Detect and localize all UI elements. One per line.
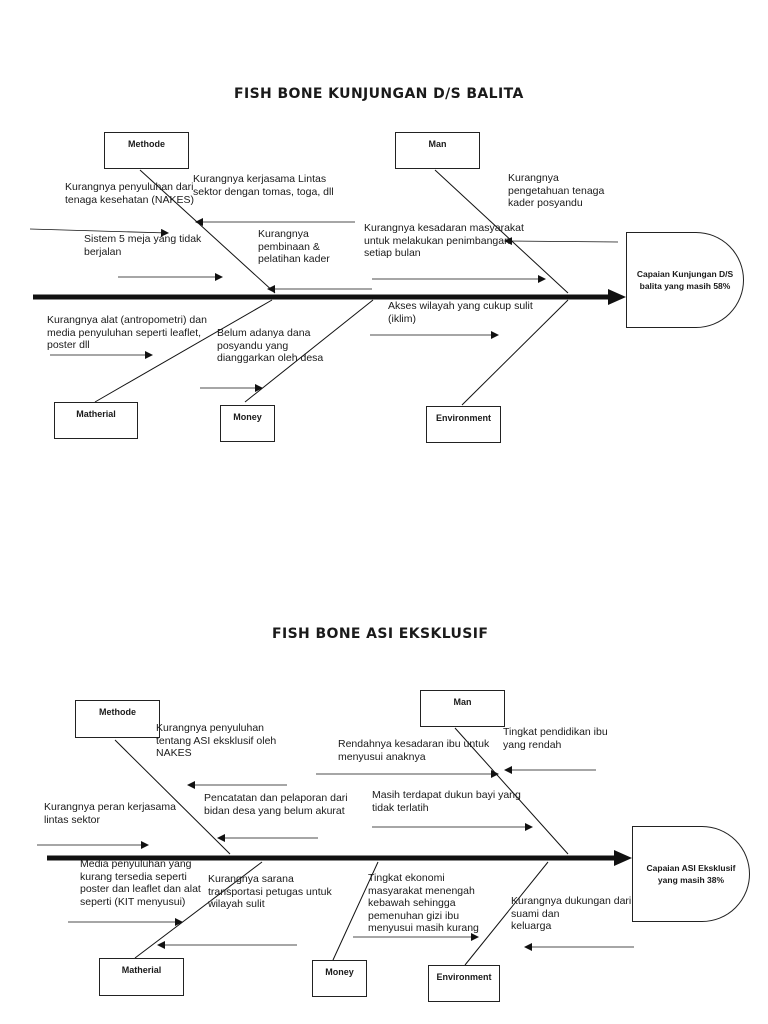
bone-money bbox=[244, 299, 374, 403]
category-box-methode: Methode bbox=[75, 700, 160, 738]
diagram-title: FISH BONE ASI EKSKLUSIF bbox=[272, 626, 489, 642]
spine-arrowhead bbox=[614, 850, 632, 866]
cause-label: Masih terdapat dukun bayi yang tidak ter… bbox=[372, 789, 521, 814]
fishbone-lines bbox=[37, 727, 634, 966]
bone-environment bbox=[464, 861, 549, 966]
cause-label: Belum adanya dana posyandu yang dianggar… bbox=[217, 327, 324, 364]
cause-label: Media penyuluhan yang kurang tersedia se… bbox=[80, 858, 201, 908]
cause-label: Kurangnya dukungan dari suami dan keluar… bbox=[511, 895, 632, 932]
cause-label: Kurangnya kesadaran masyarakat untuk mel… bbox=[364, 222, 524, 259]
bone-methode bbox=[114, 739, 231, 855]
cause-label: Kurangnya penyuluhan dari tenaga kesehat… bbox=[65, 181, 194, 206]
bone-matherial bbox=[94, 299, 273, 403]
category-box-man: Man bbox=[395, 132, 480, 169]
bone-methode bbox=[139, 169, 276, 294]
cause-label: Rendahnya kesadaran ibu untuk menyusui a… bbox=[338, 738, 490, 763]
category-box-man: Man bbox=[420, 690, 505, 727]
category-box-matherial: Matherial bbox=[54, 402, 138, 439]
cause-label: Tingkat ekonomi masyarakat menengah keba… bbox=[368, 872, 479, 934]
cause-label: Kurangnya penyuluhan tentang ASI eksklus… bbox=[156, 722, 277, 759]
category-box-environment: Environment bbox=[426, 406, 501, 443]
bone-money bbox=[332, 861, 379, 961]
cause-label: Kurangnya pembinaan & pelatihan kader bbox=[258, 228, 330, 265]
fishbone-diagram-asi-eksklusif: FISH BONE ASI EKSKLUSIF Methode Man Math… bbox=[0, 600, 768, 1024]
cause-label: Akses wilayah yang cukup sulit (iklim) bbox=[388, 300, 533, 325]
category-box-money: Money bbox=[220, 405, 275, 442]
spine-arrowhead bbox=[608, 289, 626, 305]
category-box-money: Money bbox=[312, 960, 367, 997]
cause-label: Kurangnya sarana transportasi petugas un… bbox=[208, 873, 332, 910]
cause-label: Pencatatan dan pelaporan dari bidan desa… bbox=[204, 792, 348, 817]
effect-head: Capaian Kunjungan D/S balita yang masih … bbox=[626, 232, 744, 328]
bone-environment bbox=[461, 299, 569, 406]
category-box-methode: Methode bbox=[104, 132, 189, 169]
fishbone-diagram-dsbalita: FISH BONE KUNJUNGAN D/S BALITA Methode M… bbox=[0, 0, 768, 480]
cause-label: Kurangnya alat (antropometri) dan media … bbox=[47, 314, 207, 351]
cause-label: Tingkat pendidikan ibu yang rendah bbox=[503, 726, 608, 751]
cause-arrow bbox=[504, 237, 619, 246]
bone-matherial bbox=[134, 861, 263, 959]
category-box-matherial: Matherial bbox=[99, 958, 184, 996]
diagram-title: FISH BONE KUNJUNGAN D/S BALITA bbox=[234, 86, 524, 102]
cause-label: Kurangnya peran kerjasama lintas sektor bbox=[44, 801, 176, 826]
cause-arrow bbox=[29, 228, 169, 237]
bone-man bbox=[434, 169, 569, 294]
cause-label: Sistem 5 meja yang tidak berjalan bbox=[84, 233, 202, 258]
cause-label: Kurangnya pengetahuan tenaga kader posya… bbox=[508, 172, 605, 209]
bone-man bbox=[454, 727, 569, 855]
fishbone-lines bbox=[29, 169, 626, 406]
effect-head: Capaian ASI Eksklusif yang masih 38% bbox=[632, 826, 750, 922]
cause-label: Kurangnya kerjasama Lintas sektor dengan… bbox=[193, 173, 334, 198]
category-box-environment: Environment bbox=[428, 965, 500, 1002]
